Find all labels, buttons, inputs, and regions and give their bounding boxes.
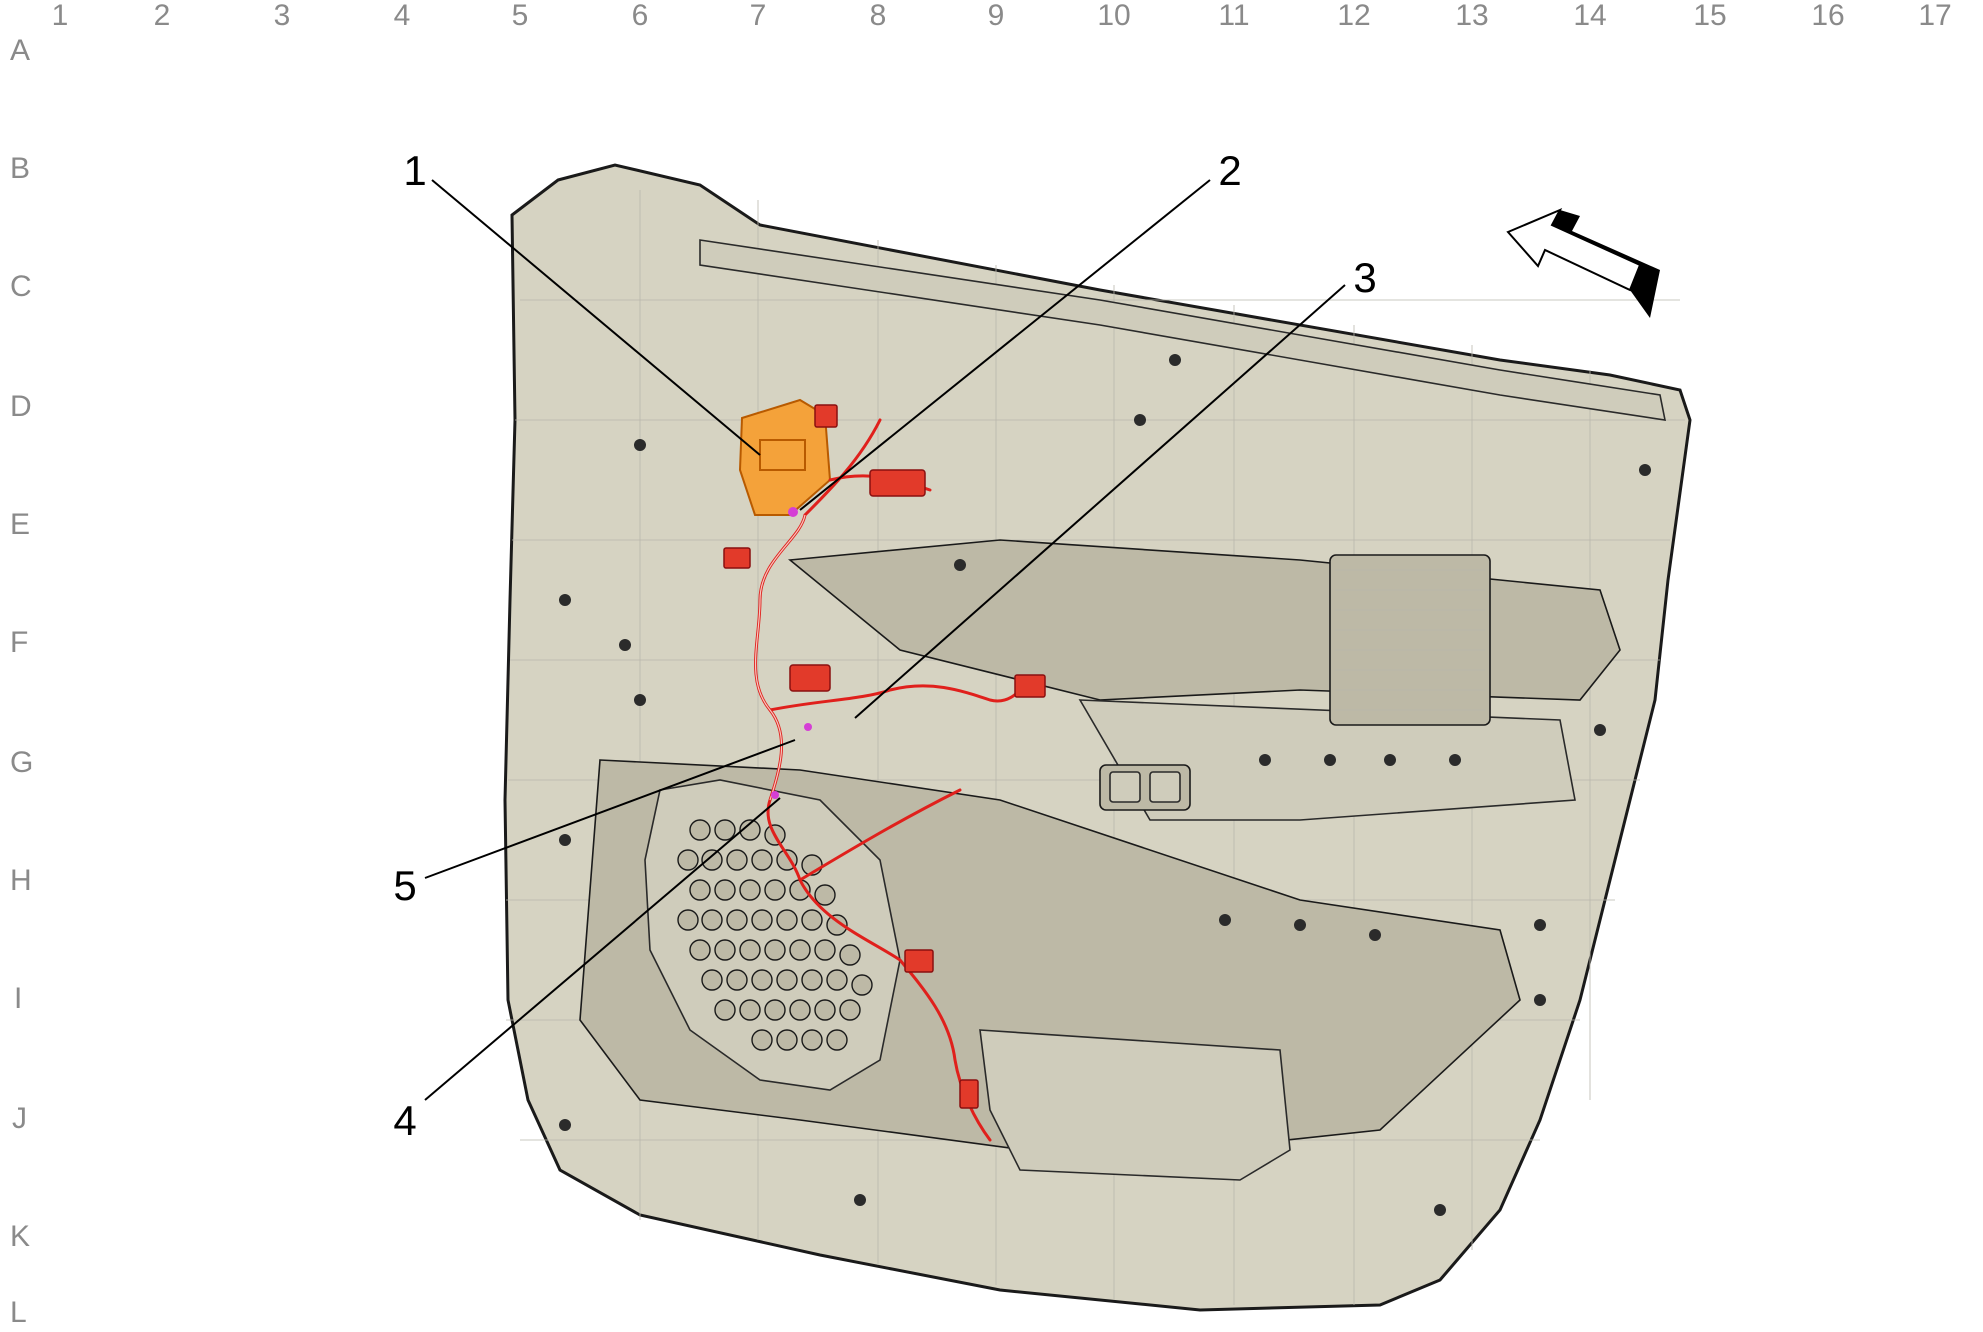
callout-5: 5 xyxy=(393,739,796,909)
column-label: 9 xyxy=(988,0,1005,32)
column-label: 14 xyxy=(1573,0,1606,32)
column-label: 16 xyxy=(1811,0,1844,32)
row-label: E xyxy=(10,508,30,541)
callout-label: 5 xyxy=(393,862,416,909)
callout-1: 1 xyxy=(403,147,761,456)
callout-label: 3 xyxy=(1353,254,1376,301)
column-label: 7 xyxy=(750,0,767,32)
row-label: J xyxy=(12,1102,27,1135)
column-label: 12 xyxy=(1337,0,1370,32)
row-labels: A B C D E F G H I J K L xyxy=(10,34,33,1329)
column-label: 13 xyxy=(1455,0,1488,32)
row-label: I xyxy=(14,982,22,1015)
upper-trim-rail xyxy=(699,239,1667,421)
upper-vent-grille xyxy=(1329,554,1491,726)
forward-arrow-icon xyxy=(1506,207,1660,318)
column-label: 2 xyxy=(154,0,171,32)
row-label: K xyxy=(10,1220,30,1253)
callout-2: 2 xyxy=(799,147,1242,511)
row-label: B xyxy=(10,152,30,185)
column-label: 1 xyxy=(52,0,69,32)
row-label: C xyxy=(10,270,32,303)
column-label: 5 xyxy=(512,0,529,32)
callout-label: 2 xyxy=(1218,147,1241,194)
row-label: L xyxy=(10,1296,27,1329)
column-labels: 1 2 3 4 5 6 7 8 9 10 11 12 13 14 15 16 1… xyxy=(52,0,1952,32)
callout-3: 3 xyxy=(854,254,1377,719)
row-label: H xyxy=(10,864,32,897)
callout-label: 1 xyxy=(403,147,426,194)
column-label: 11 xyxy=(1218,0,1249,32)
speaker-grille-holes xyxy=(677,819,873,1051)
column-label: 4 xyxy=(394,0,411,32)
lower-bin xyxy=(979,1029,1291,1181)
column-label: 3 xyxy=(274,0,291,32)
column-label: 17 xyxy=(1918,0,1951,32)
row-label: F xyxy=(10,626,28,659)
callout-4: 4 xyxy=(393,797,781,1144)
row-label: A xyxy=(10,34,30,67)
harness-connectors xyxy=(723,404,1046,1109)
callout-label: 4 xyxy=(393,1097,416,1144)
door-control-module xyxy=(738,398,832,516)
row-label: D xyxy=(10,390,32,423)
column-label: 10 xyxy=(1097,0,1130,32)
fasteners xyxy=(559,354,1651,1216)
column-label: 8 xyxy=(870,0,887,32)
window-switch-bezel xyxy=(1099,764,1191,811)
row-label: G xyxy=(10,746,33,779)
column-label: 15 xyxy=(1693,0,1726,32)
column-label: 6 xyxy=(632,0,649,32)
